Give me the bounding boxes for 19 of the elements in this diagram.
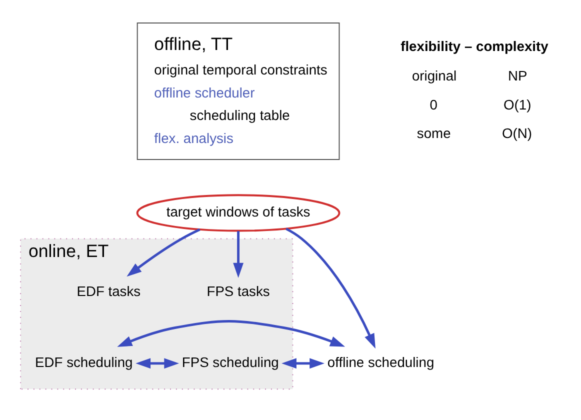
node-box: offline, TT original temporal constraints offline scheduler scheduling table flex. analysis (136, 22, 340, 160)
arrow (126, 228, 200, 277)
label: some (416, 124, 451, 141)
arrow (233, 231, 244, 278)
label: 0 (430, 96, 438, 112)
arrow (136, 358, 180, 369)
arrow (282, 358, 324, 369)
label: NP (508, 68, 528, 84)
label: flexibility – complexity (400, 38, 548, 54)
node-text: EDF tasks (76, 282, 141, 299)
node-text: EDF scheduling (35, 354, 133, 370)
node-text: FPS tasks (206, 282, 270, 299)
node-ellipse: target windows of tasks (136, 194, 340, 232)
arrow (117, 320, 346, 347)
label: O(N) (502, 124, 532, 141)
node-text: FPS scheduling (182, 354, 279, 370)
label: O(1) (504, 96, 532, 112)
node-text: offline scheduling (327, 354, 434, 370)
label: original (412, 68, 457, 84)
